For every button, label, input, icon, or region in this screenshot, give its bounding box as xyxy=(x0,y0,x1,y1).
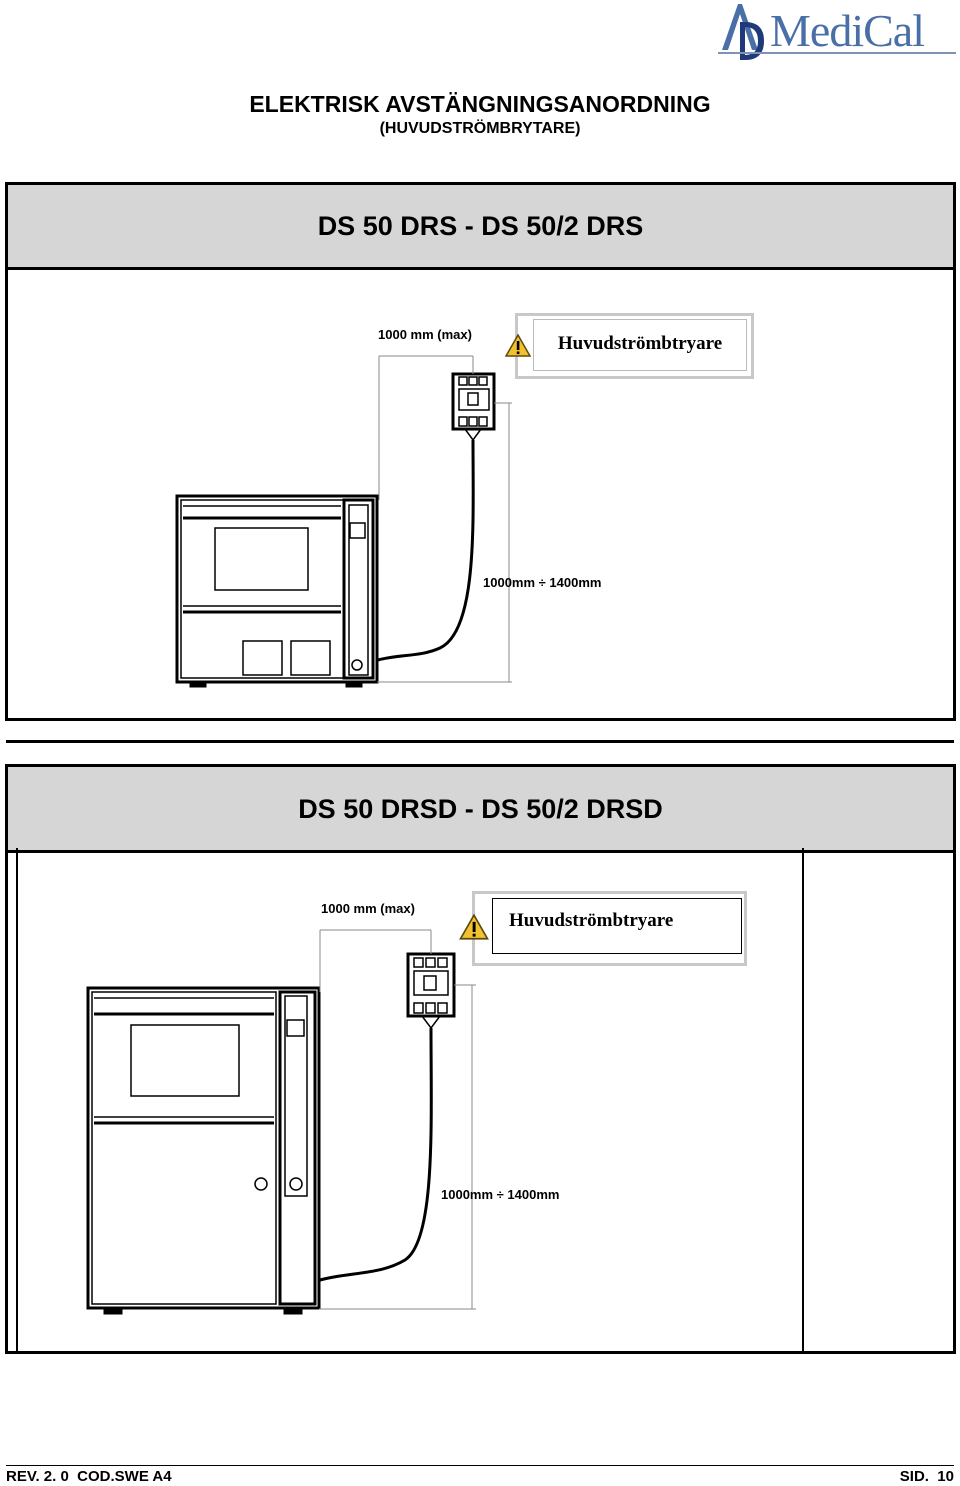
footer-revision: REV. 2. 0 COD.SWE A4 xyxy=(6,1468,172,1485)
switch-label: Huvudströmbtryare xyxy=(492,898,742,954)
switch-device-icon xyxy=(451,372,496,442)
warning-icon xyxy=(505,334,531,357)
machine-drsd xyxy=(86,986,321,1315)
panel-drs: DS 50 DRS - DS 50/2 DRS xyxy=(5,182,956,721)
page-subtitle: (HUVUDSTRÖMBRYTARE) xyxy=(379,120,581,137)
diagram-drs xyxy=(175,355,512,688)
section-separator xyxy=(6,740,954,743)
switch-device-icon xyxy=(406,952,456,1030)
logo-underline xyxy=(718,52,956,54)
panel-drsd: DS 50 DRSD - DS 50/2 DRSD xyxy=(5,764,956,1354)
dimension-vertical-label: 1000mm ÷ 1400mm xyxy=(441,1187,560,1202)
panel-heading: DS 50 DRS - DS 50/2 DRS xyxy=(8,185,953,270)
machine-drs xyxy=(175,494,379,688)
panel-heading: DS 50 DRSD - DS 50/2 DRSD xyxy=(8,767,953,853)
power-cable xyxy=(377,439,475,662)
diagram-drsd xyxy=(86,929,476,1315)
power-cable xyxy=(319,1027,433,1282)
warning-icon xyxy=(459,914,489,940)
dimension-lines xyxy=(377,355,512,683)
page-title: ELEKTRISK AVSTÄNGNINGSANORDNING xyxy=(249,91,711,117)
company-logo: MediCal xyxy=(716,0,960,68)
footer-page-number: SID. 10 xyxy=(899,1468,954,1485)
dimension-lines xyxy=(319,929,476,1310)
dimension-vertical-label: 1000mm ÷ 1400mm xyxy=(483,575,602,590)
drawing-frame xyxy=(16,848,804,1352)
logo-mark-icon xyxy=(722,4,764,60)
switch-label: Huvudströmbtryare xyxy=(533,319,747,371)
logo-text: MediCal xyxy=(770,5,925,56)
dimension-horizontal-label: 1000 mm (max) xyxy=(378,327,472,342)
dimension-horizontal-label: 1000 mm (max) xyxy=(321,901,415,916)
footer-rule xyxy=(6,1465,954,1466)
